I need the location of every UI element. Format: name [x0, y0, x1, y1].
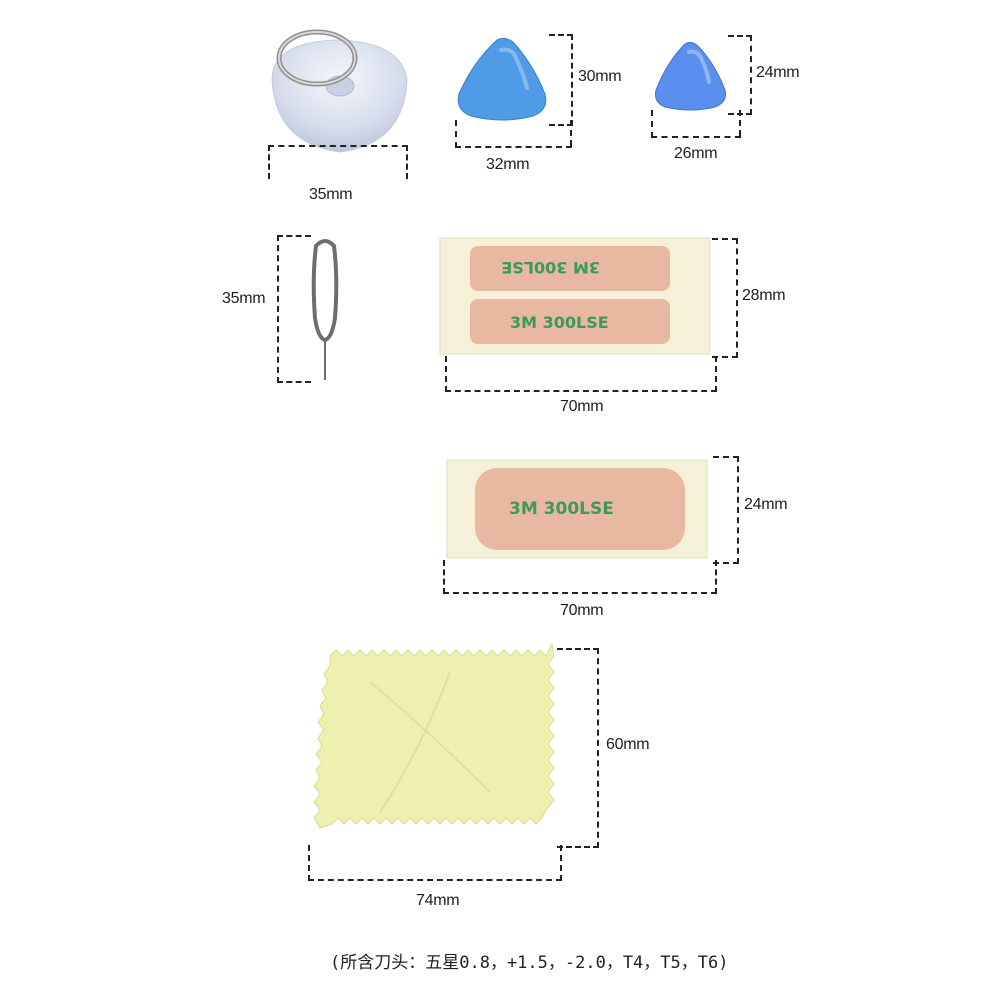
- cloth-width-line: [308, 845, 562, 881]
- cloth-height-label: 60mm: [606, 736, 650, 753]
- small-pick-width-label: 26mm: [674, 145, 718, 162]
- large-pick-width-line: [455, 120, 572, 148]
- small-pick-width-line: [651, 110, 741, 138]
- adhesive-single-width-line: [443, 560, 717, 594]
- adhesive-print-3: 3M 300LSE: [509, 499, 614, 519]
- sim-pin-height-line: [277, 235, 311, 383]
- adhesive-strip-single-image: 3M 300LSE: [446, 458, 712, 560]
- sim-eject-pin-image: [300, 238, 350, 383]
- adhesive-pair-width-line: [445, 356, 717, 392]
- large-pry-pick-image: [455, 36, 551, 122]
- adhesive-pair-height-line: [712, 238, 738, 358]
- small-pick-right-step: [726, 110, 741, 136]
- large-pick-height-label: 30mm: [578, 68, 622, 85]
- adhesive-single-height-line: [713, 456, 739, 564]
- sim-pin-dimension-label: 35mm: [222, 290, 266, 307]
- large-pick-width-label: 32mm: [486, 156, 530, 173]
- adhesive-pair-width-label: 70mm: [560, 398, 604, 415]
- suction-cup-width-line: [268, 145, 408, 179]
- small-pick-height-label: 24mm: [756, 64, 800, 81]
- adhesive-single-height-label: 24mm: [744, 496, 788, 513]
- cloth-width-label: 74mm: [416, 892, 460, 909]
- small-pry-pick-image: [651, 40, 731, 112]
- adhesive-print-2: 3M 300LSE: [510, 313, 609, 332]
- adhesive-single-width-label: 70mm: [560, 602, 604, 619]
- suction-cup-dimension-label: 35mm: [309, 186, 353, 203]
- bit-list-caption: (所含刀头：五星0.8，+1.5，-2.0，T4，T5，T6): [330, 953, 729, 973]
- suction-cup-image: [262, 22, 422, 162]
- small-pick-height-line: [728, 35, 752, 115]
- large-pick-height-line: [549, 34, 573, 126]
- cloth-height-line: [557, 648, 599, 848]
- adhesive-pair-height-label: 28mm: [742, 287, 786, 304]
- adhesive-strip-pair-image: 3M 300LSE 3M 300LSE: [439, 236, 715, 356]
- cleaning-cloth-image: [310, 642, 560, 852]
- adhesive-print-1: 3M 300LSE: [501, 258, 600, 277]
- large-pick-right-step: [553, 120, 572, 146]
